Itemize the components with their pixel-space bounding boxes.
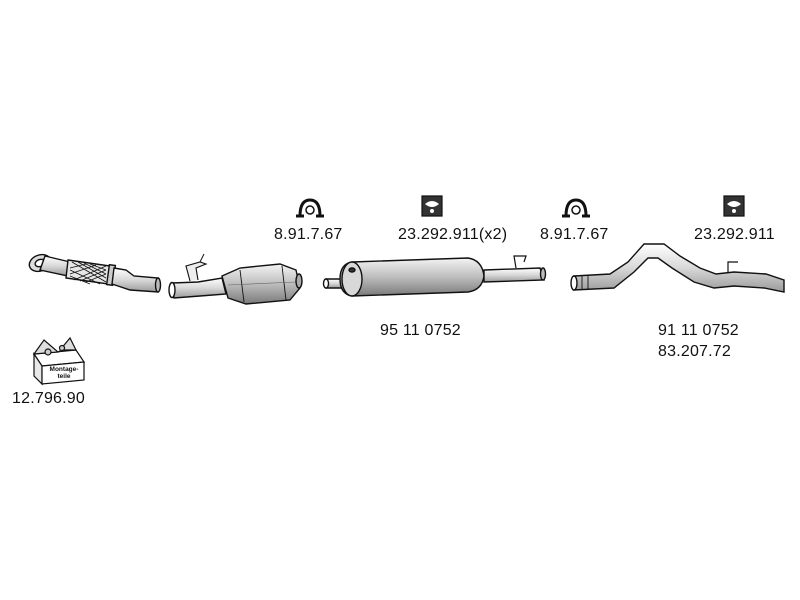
middle-silencer (322, 255, 547, 297)
rubber-mount-part-number-2: 23.292.911 (694, 226, 775, 243)
pipe-clamp-icon (562, 198, 590, 218)
clamp-part-number-1: 8.91.7.67 (274, 226, 343, 243)
rubber-mount-part-number-1: 23.292.911(x2) (398, 226, 508, 243)
mounting-kit-part-number: 12.796.90 (12, 390, 85, 407)
catalytic-converter (168, 253, 303, 305)
mounting-kit-box-icon (32, 336, 86, 386)
mounting-kit-box-label: Montage- teile (49, 366, 79, 380)
middle-silencer-part-number: 95 11 0752 (380, 322, 461, 339)
clamp-part-number-2: 8.91.7.67 (540, 226, 609, 243)
rear-pipe (570, 243, 785, 293)
rubber-mount-icon (723, 195, 745, 217)
rear-pipe-part-number: 91 11 0752 (658, 322, 739, 339)
rubber-mount-icon (421, 195, 443, 217)
rear-pipe-part-number-alt: 83.207.72 (658, 343, 731, 360)
pipe-clamp-icon (296, 198, 324, 218)
front-pipe (28, 253, 162, 293)
